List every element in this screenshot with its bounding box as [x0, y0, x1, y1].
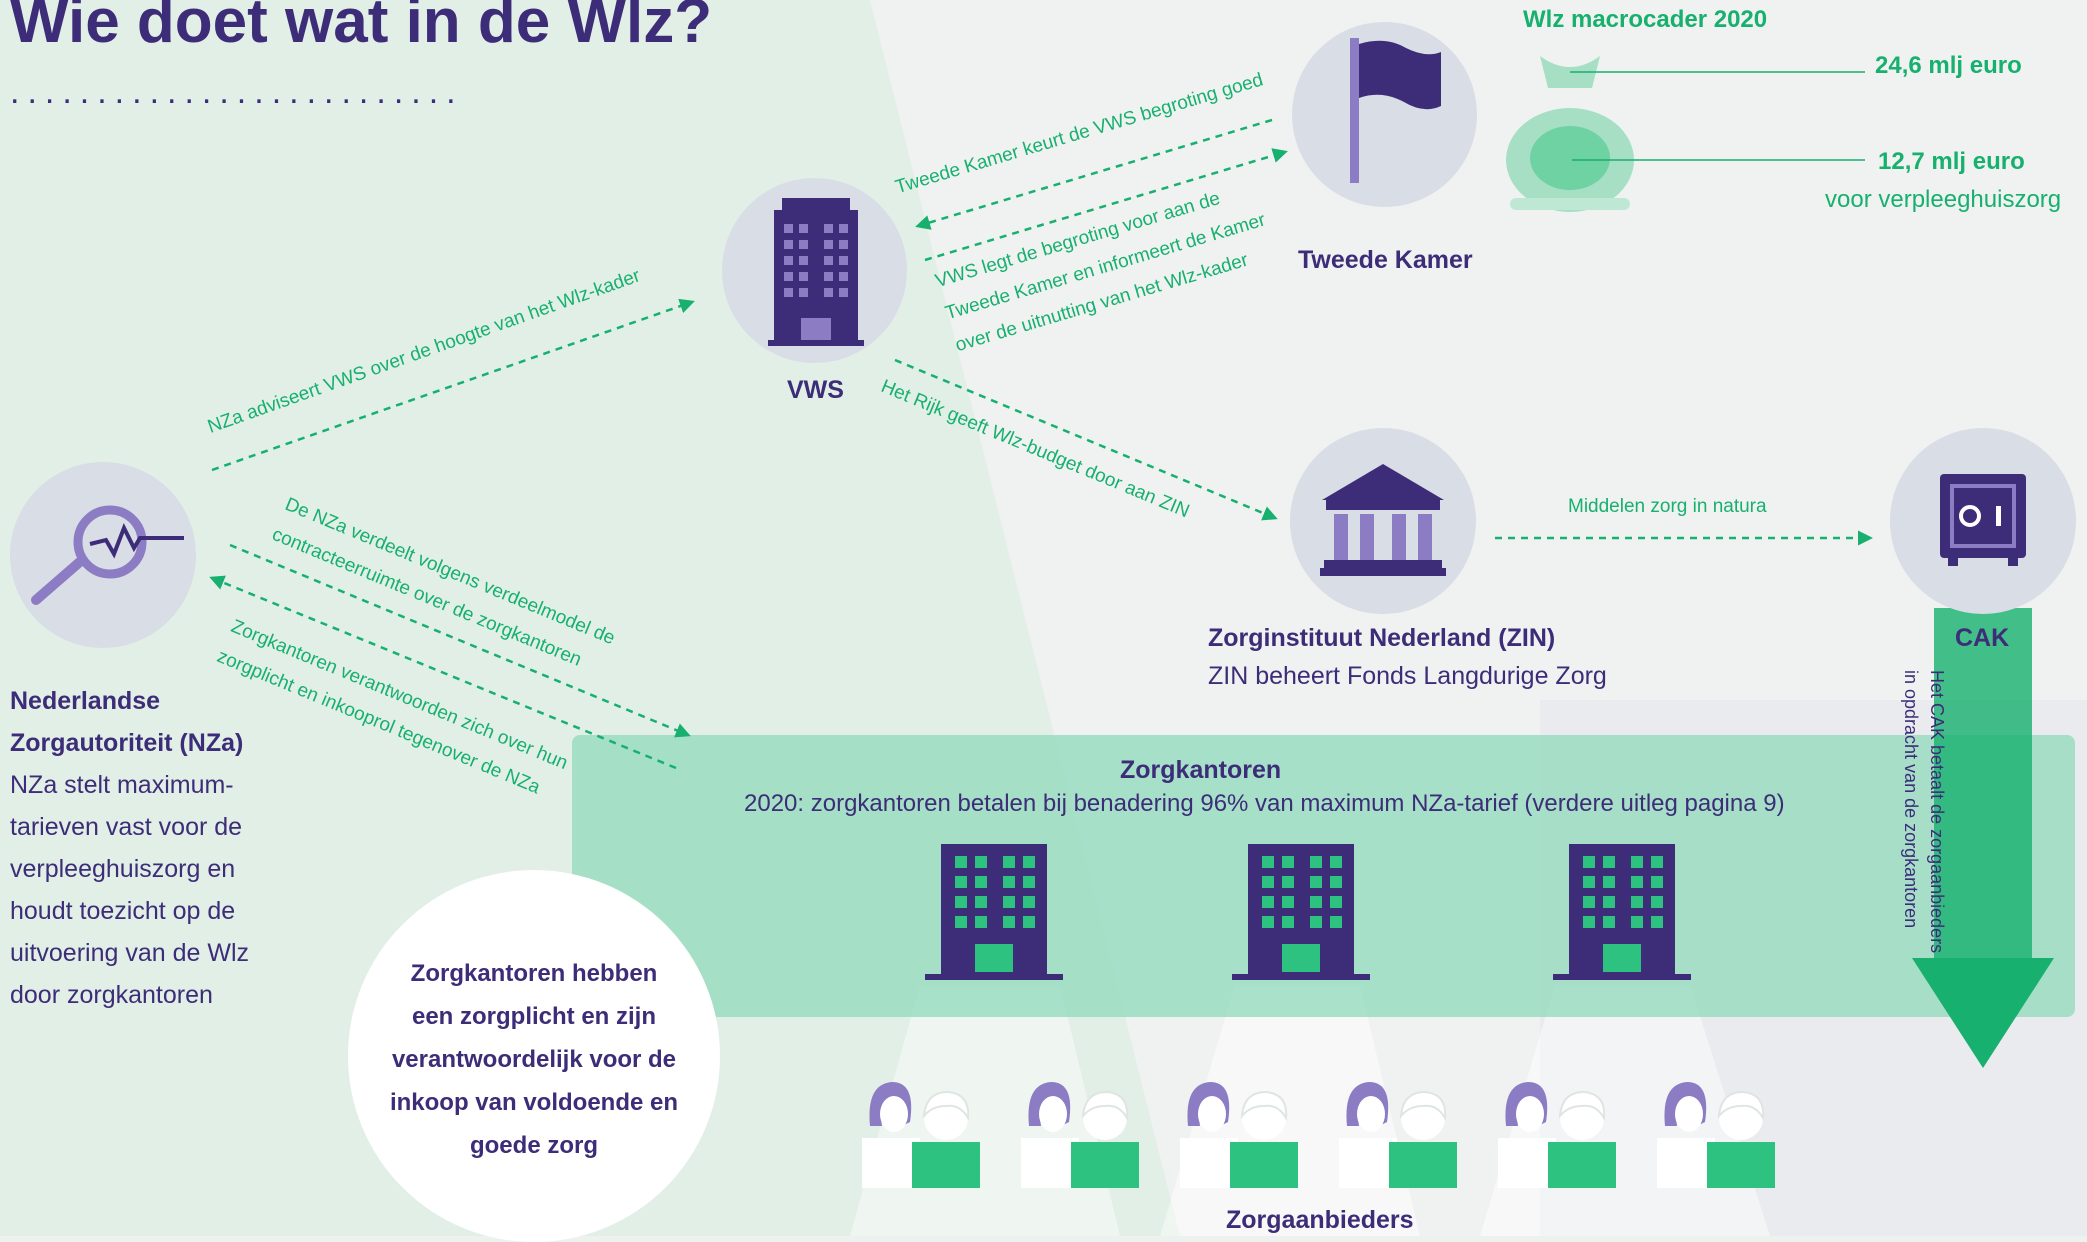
- zorgaanbieders-label: Zorgaanbieders: [1226, 1206, 1414, 1234]
- nza-title-line1: Nederlandse: [10, 687, 161, 715]
- macro-care: 12,7 mlj euro: [1878, 148, 2025, 175]
- callout-line: goede zorg: [469, 1132, 598, 1159]
- nza-text-line: door zorgkantoren: [10, 981, 213, 1009]
- tweede-kamer-label: Tweede Kamer: [1298, 246, 1473, 274]
- callout-line: Zorgkantoren hebben: [410, 960, 658, 987]
- zin-title: Zorginstituut Nederland (ZIN): [1208, 624, 1556, 652]
- institution-icon: [1320, 464, 1446, 576]
- callout-circle: [348, 870, 720, 1242]
- arrow-label-middelen: Middelen zorg in natura: [1568, 496, 1767, 517]
- office-building-icon: [768, 198, 864, 346]
- care-provider-icon: [1498, 1082, 1616, 1188]
- zin-subtitle: ZIN beheert Fonds Langdurige Zorg: [1208, 662, 1607, 690]
- care-provider-icon: [1339, 1082, 1457, 1188]
- macro-care-sub: voor verpleeghuiszorg: [1825, 186, 2062, 213]
- macro-leader-lines: [1570, 71, 1865, 161]
- magnifier-icon: [31, 505, 184, 605]
- cak-label: CAK: [1955, 624, 2010, 652]
- flag-icon: [1350, 38, 1441, 183]
- office-building-icon: [1553, 844, 1691, 980]
- zin-circle: [1290, 428, 1476, 614]
- money-bag-icon: [1506, 56, 1634, 212]
- nza-title-line2: Zorgautoriteit (NZa): [10, 729, 244, 757]
- macro-total: 24,6 mlj euro: [1875, 52, 2022, 79]
- macro-title: Wlz macrocader 2020: [1523, 6, 1768, 33]
- nza-text-line: verpleeghuiszorg en: [10, 855, 236, 883]
- nza-text-line: houdt toezicht op de: [10, 897, 236, 925]
- vws-label: VWS: [787, 376, 844, 404]
- callout-line: een zorgplicht en zijn: [411, 1003, 657, 1030]
- nza-text-line: uitvoering van de Wlz: [10, 939, 250, 967]
- zorgkantoren-title: Zorgkantoren: [1120, 756, 1282, 784]
- cak-payment-arrow: [1912, 608, 2054, 1068]
- callout-line: verantwoordelijk voor de: [391, 1046, 677, 1073]
- care-provider-icon: [1657, 1082, 1775, 1188]
- care-provider-icon: [1180, 1082, 1298, 1188]
- safe-icon: [1940, 474, 2026, 566]
- page-title: Wie doet wat in de Wlz?: [10, 0, 713, 56]
- nza-description: Nederlandse Zorgautoriteit (NZa) NZa ste…: [10, 680, 300, 1016]
- nza-text-line: NZa stelt maximum-: [10, 771, 234, 799]
- callout-text: Zorgkantoren hebben een zorgplicht en zi…: [370, 952, 698, 1167]
- nza-text-line: tarieven vast voor de: [10, 813, 243, 841]
- care-provider-icon: [1021, 1082, 1139, 1188]
- office-building-icon: [925, 844, 1063, 980]
- callout-line: inkoop van voldoende en: [389, 1089, 679, 1116]
- care-provider-icon: [862, 1082, 980, 1188]
- zorgkantoren-subtitle: 2020: zorgkantoren betalen bij benaderin…: [744, 790, 1785, 817]
- office-building-icon: [1232, 844, 1370, 980]
